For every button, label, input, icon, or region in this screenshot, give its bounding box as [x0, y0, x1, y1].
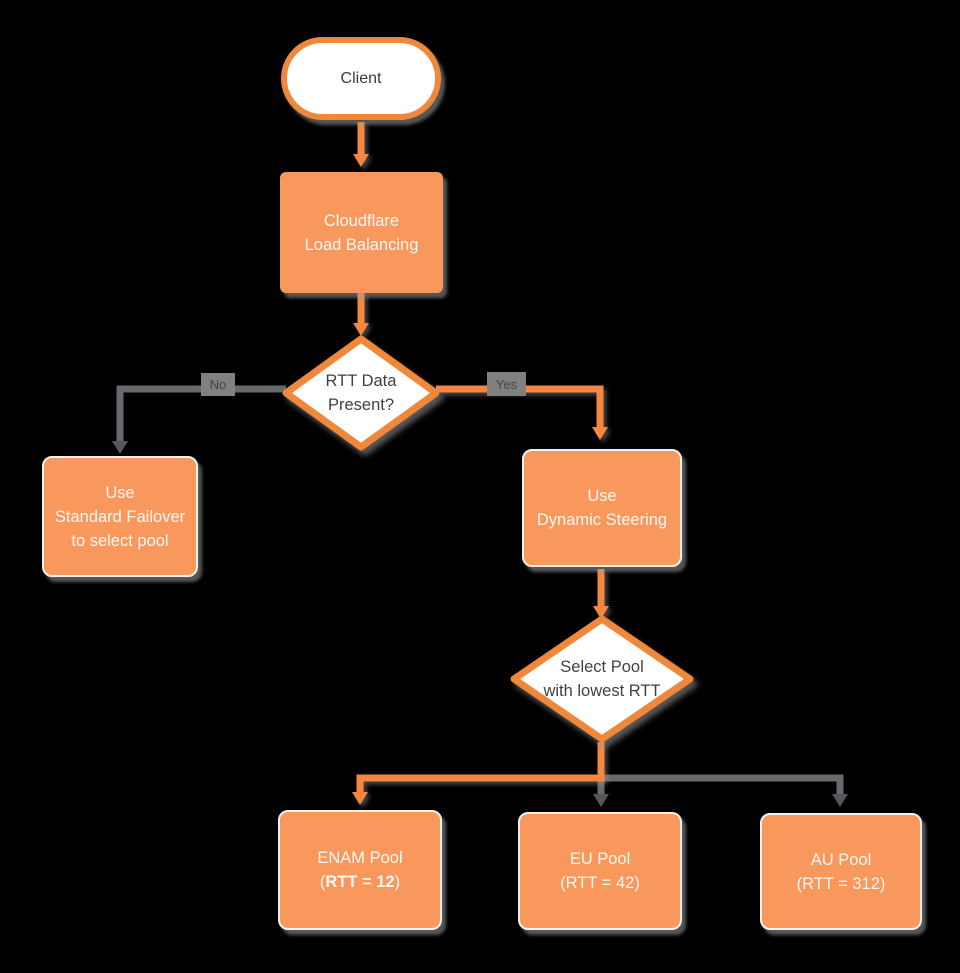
- node-eu-pool-line2: (RTT = 42): [560, 874, 640, 892]
- edge-no-to-standard-failover: [116, 385, 286, 444]
- edge-to-au-pool: [601, 774, 844, 796]
- select-pool-diamond-shape: [510, 615, 694, 743]
- arrowhead-au-pool: [832, 794, 848, 807]
- node-standard-failover: Use Standard Failover to select pool: [42, 456, 198, 577]
- node-enam-pool-line1: ENAM Pool: [317, 849, 403, 867]
- arrowhead-lb: [353, 154, 369, 167]
- edge-label-no: No: [201, 373, 235, 396]
- node-eu-pool-line1: EU Pool: [569, 850, 631, 868]
- enam-rtt-value: RTT = 12: [325, 873, 395, 891]
- node-enam-pool-line2: (RTT = 12): [320, 870, 400, 894]
- node-standard-failover-line2: Standard Failover: [54, 507, 186, 526]
- enam-paren-open: (: [319, 873, 326, 891]
- node-dynamic-steering-line2: Dynamic Steering: [536, 511, 668, 529]
- node-client-label: Client: [340, 69, 382, 87]
- node-rtt-decision-line1: RTT Data: [325, 372, 397, 390]
- edge-to-enam-pool: [356, 742, 605, 794]
- node-dynamic-steering-line1: Use: [587, 487, 617, 505]
- node-au-pool-line1: AU Pool: [810, 850, 872, 869]
- node-select-pool: Select Pool with lowest RTT: [509, 614, 695, 744]
- arrowhead-dynamic-steering: [592, 427, 608, 440]
- node-select-pool-line1: Select Pool: [560, 658, 644, 676]
- node-dynamic-steering: Use Dynamic Steering: [522, 449, 682, 567]
- enam-paren-close: ): [394, 873, 401, 891]
- node-load-balancing-line1: Cloudflare: [323, 211, 400, 230]
- node-au-pool: AU Pool (RTT = 312): [760, 813, 922, 930]
- node-select-pool-line2: with lowest RTT: [543, 682, 661, 700]
- node-standard-failover-line1: Use: [105, 483, 135, 502]
- arrowhead-standard-failover: [112, 441, 128, 454]
- edge-label-yes: Yes: [487, 372, 526, 396]
- node-standard-failover-line3: to select pool: [71, 531, 169, 550]
- node-eu-pool: EU Pool (RTT = 42): [518, 812, 682, 930]
- node-enam-pool: ENAM Pool (RTT = 12): [278, 810, 442, 930]
- node-rtt-decision: RTT Data Present?: [281, 334, 441, 452]
- node-rtt-decision-line2: Present?: [327, 396, 395, 414]
- node-load-balancing-line2: Load Balancing: [304, 235, 419, 254]
- arrowhead-eu-pool: [593, 794, 609, 807]
- rtt-decision-diamond-shape: [282, 335, 440, 451]
- arrowhead-enam-pool: [352, 792, 368, 805]
- node-au-pool-line2: (RTT = 312): [796, 874, 886, 893]
- node-client: Client: [281, 37, 441, 120]
- node-load-balancing: Cloudflare Load Balancing: [280, 172, 443, 293]
